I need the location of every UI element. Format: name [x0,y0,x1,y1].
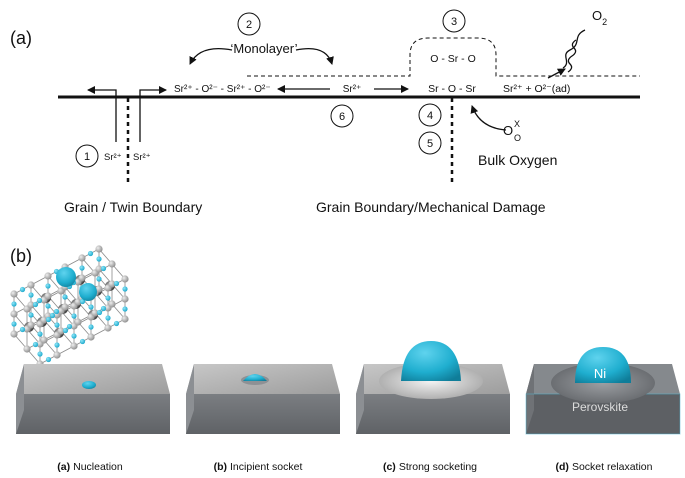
oxygen-arrow-head [547,68,566,79]
ni-atom-floating-2 [79,283,97,301]
panel-b-label: (b) [10,246,32,266]
sr-right-label: Sr²⁺ [133,152,151,163]
grain-twin-boundary-label: Grain / Twin Boundary [64,199,202,215]
svg-text:(d)Socket relaxation: (d)Socket relaxation [556,461,653,473]
svg-text:1: 1 [84,151,90,163]
monolayer-label: ‘Monolayer’ [231,41,298,56]
sr-left-label: Sr²⁺ [104,152,122,163]
svg-text:5: 5 [427,138,433,150]
step-circle-2: 2 [237,12,261,36]
caption-nucleation: (a)Nucleation [57,461,123,473]
o-sr-o-label: O - Sr - O [430,53,476,65]
sr-diffusion-label: Sr²⁺ [343,84,362,95]
monolayer-arrow-right [295,47,334,65]
oxygen-wavy-arrow-2 [562,29,586,69]
slab-strong-socketing [356,341,510,434]
adsorbed-sr-o-label: Sr²⁺ + O²⁻(ad) [503,83,570,95]
grain-mechanical-damage-label: Grain Boundary/Mechanical Damage [316,199,546,215]
step-circle-6: 6 [330,104,354,128]
caption-strong-socketing: (c)Strong socketing [383,461,477,473]
svg-text:(c)Strong socketing: (c)Strong socketing [383,461,477,473]
step-circle-4: 4 [418,103,442,127]
sr-migration-arrow-left [87,86,117,142]
o2-label: O2 [592,8,607,27]
svg-text:(b)Incipient socket: (b)Incipient socket [214,461,303,473]
oxygen-wavy-arrow [567,39,577,73]
svg-text:6: 6 [339,111,345,123]
caption-incipient-socket: (b)Incipient socket [214,461,303,473]
caption-socket-relaxation: (d)Socket relaxation [556,461,653,473]
surface-chain-label: Sr²⁺ - O²⁻ - Sr²⁺ - O²⁻ [174,84,271,95]
svg-text:(a)Nucleation: (a)Nucleation [57,461,123,473]
svg-text:3: 3 [451,16,457,28]
svg-text:4: 4 [427,110,433,122]
slab-incipient-socket [186,364,340,434]
ni-particle-label: Ni [594,366,606,381]
step-circle-1: 1 [75,144,99,168]
panel-a-label: (a) [10,28,32,48]
monolayer-arrow-left [189,47,233,65]
perovskite-label: Perovskite [572,400,628,414]
sr-migration-arrow-right [139,86,167,142]
svg-text:2: 2 [246,19,252,31]
ni-atom-floating-1 [56,267,76,287]
slab-nucleation [16,364,170,434]
bulk-oxygen-arrow [470,105,507,131]
sr-o-sr-label: Sr - O - Sr [428,83,476,95]
bulk-oxygen-label: Bulk Oxygen [478,152,557,168]
step-circle-3: 3 [442,9,466,33]
slab-socket-relaxation [525,347,681,435]
step-circle-5: 5 [418,131,442,155]
